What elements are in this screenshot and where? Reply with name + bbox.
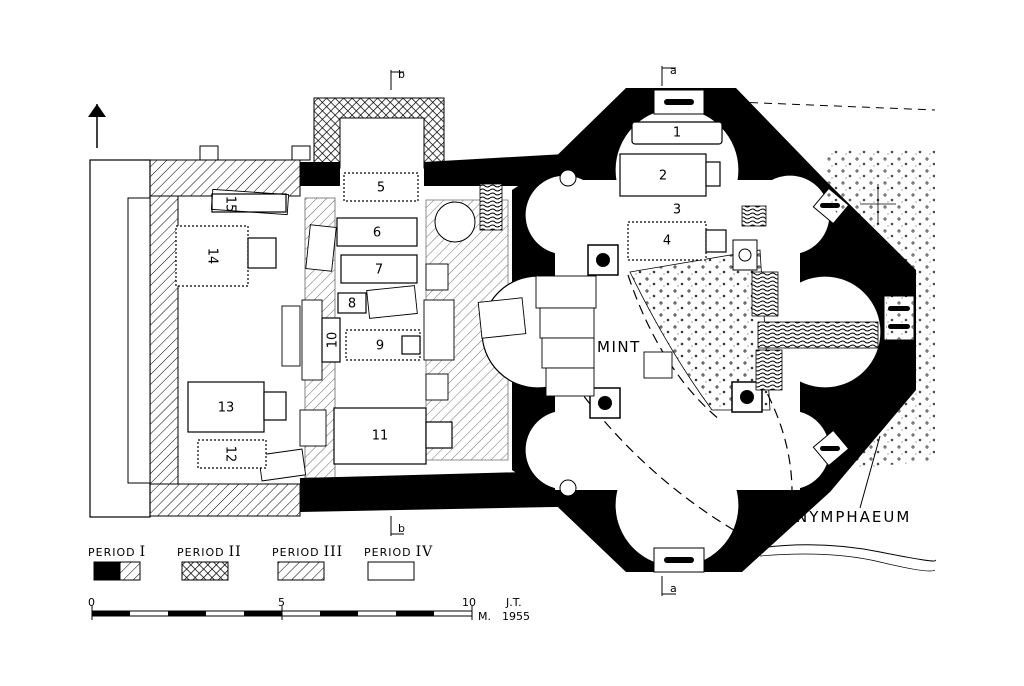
tomb-5 xyxy=(343,172,419,202)
paving-slabs xyxy=(477,275,673,397)
tomb-numbers: 1 2 3 4 5 6 7 8 9 10 11 12 13 14 15 xyxy=(205,126,682,463)
tomb-number: 1 xyxy=(673,126,681,141)
scale-tick-10: 10 xyxy=(462,596,476,609)
tomb-4 xyxy=(627,221,727,261)
year: 1955 xyxy=(502,610,530,623)
nymphaeum-label: NYMPHAEUM xyxy=(796,508,911,526)
pier-bases xyxy=(587,239,763,419)
mint-label: MINT xyxy=(597,338,641,356)
tomb-number: 7 xyxy=(375,263,383,278)
nymphaeum-ground xyxy=(735,101,936,572)
tomb-2 xyxy=(619,153,721,197)
tomb-15 xyxy=(211,193,287,213)
section-a-top: a xyxy=(670,64,677,77)
tomb-10 xyxy=(321,317,341,363)
tomb-13 xyxy=(187,381,287,433)
scale-unit: M. xyxy=(478,610,491,623)
tomb-11 xyxy=(333,407,453,465)
section-a-bottom: a xyxy=(670,582,677,595)
legend-period-iii-swatch xyxy=(277,561,325,581)
tomb-6 xyxy=(336,217,418,247)
tomb-number: 4 xyxy=(663,234,671,249)
north-arrow-icon xyxy=(88,104,106,148)
tomb-9 xyxy=(345,329,421,361)
tomb-number: 11 xyxy=(372,429,389,444)
tomb-number: 5 xyxy=(377,181,385,196)
section-markers xyxy=(390,66,676,596)
tomb-number: 8 xyxy=(348,297,356,312)
mint-floor xyxy=(629,249,771,411)
legend-period-ii-swatch xyxy=(181,561,229,581)
scale-bar xyxy=(91,606,473,620)
tomb-8 xyxy=(337,292,367,314)
nave-fittings xyxy=(210,188,455,482)
scale-tick-5: 5 xyxy=(278,596,285,609)
tomb-7 xyxy=(340,254,418,284)
tomb-number: 15 xyxy=(223,196,238,213)
tomb-number: 2 xyxy=(659,169,667,184)
tomb-number: 3 xyxy=(673,203,681,218)
tomb-number: 13 xyxy=(218,401,235,416)
section-b-bottom: b xyxy=(398,522,405,535)
scale-tick-0: 0 xyxy=(88,596,95,609)
tomb-number: 12 xyxy=(223,446,238,463)
rubble-walls xyxy=(479,183,879,391)
tomb-1 xyxy=(631,121,723,145)
tomb-12 xyxy=(197,439,267,469)
tomb-number: 14 xyxy=(205,248,220,265)
legend-period-i-hatch-swatch xyxy=(119,561,141,581)
legend-period-i-swatch xyxy=(93,561,121,581)
tombs xyxy=(175,121,727,469)
tomb-number: 10 xyxy=(326,332,341,349)
legend-period-iv-swatch xyxy=(367,561,415,581)
small-circles xyxy=(434,169,577,497)
section-b-top: b xyxy=(398,68,405,81)
nymphaeum-leader xyxy=(859,435,881,509)
tomb-14 xyxy=(175,225,277,287)
period-iv-west-wall xyxy=(89,159,151,518)
signature: J.T. xyxy=(505,596,522,609)
tomb-number: 6 xyxy=(373,226,381,241)
period-ii-tower xyxy=(313,97,445,169)
tomb-number: 9 xyxy=(376,339,384,354)
